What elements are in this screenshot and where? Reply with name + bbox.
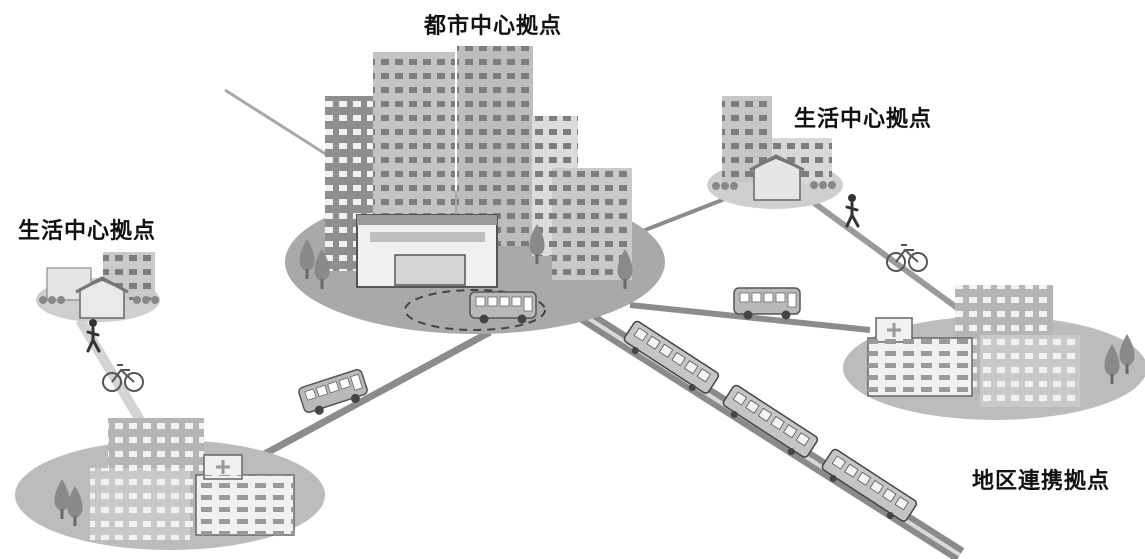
city-center-label: 都市中心拠点 bbox=[424, 14, 563, 39]
life-center-right-hub bbox=[707, 96, 928, 272]
regional-hub-left bbox=[15, 367, 371, 550]
house-icon bbox=[75, 276, 129, 319]
bus-icon bbox=[296, 367, 371, 420]
life-center-right-label: 生活中心拠点 bbox=[794, 107, 933, 132]
life-center-left-label: 生活中心拠点 bbox=[18, 219, 157, 244]
house-icon bbox=[749, 154, 805, 201]
hospital-icon bbox=[195, 454, 295, 536]
regional-link-label: 地区連携拠点 bbox=[972, 469, 1111, 494]
hospital-icon bbox=[867, 317, 973, 397]
life-center-left-hub bbox=[36, 252, 160, 392]
pedestrian-icon bbox=[845, 192, 860, 228]
bus-icon bbox=[733, 287, 801, 321]
city-center-hub bbox=[285, 46, 665, 334]
regional-hub-right bbox=[733, 285, 1145, 420]
building-icon bbox=[325, 46, 632, 288]
